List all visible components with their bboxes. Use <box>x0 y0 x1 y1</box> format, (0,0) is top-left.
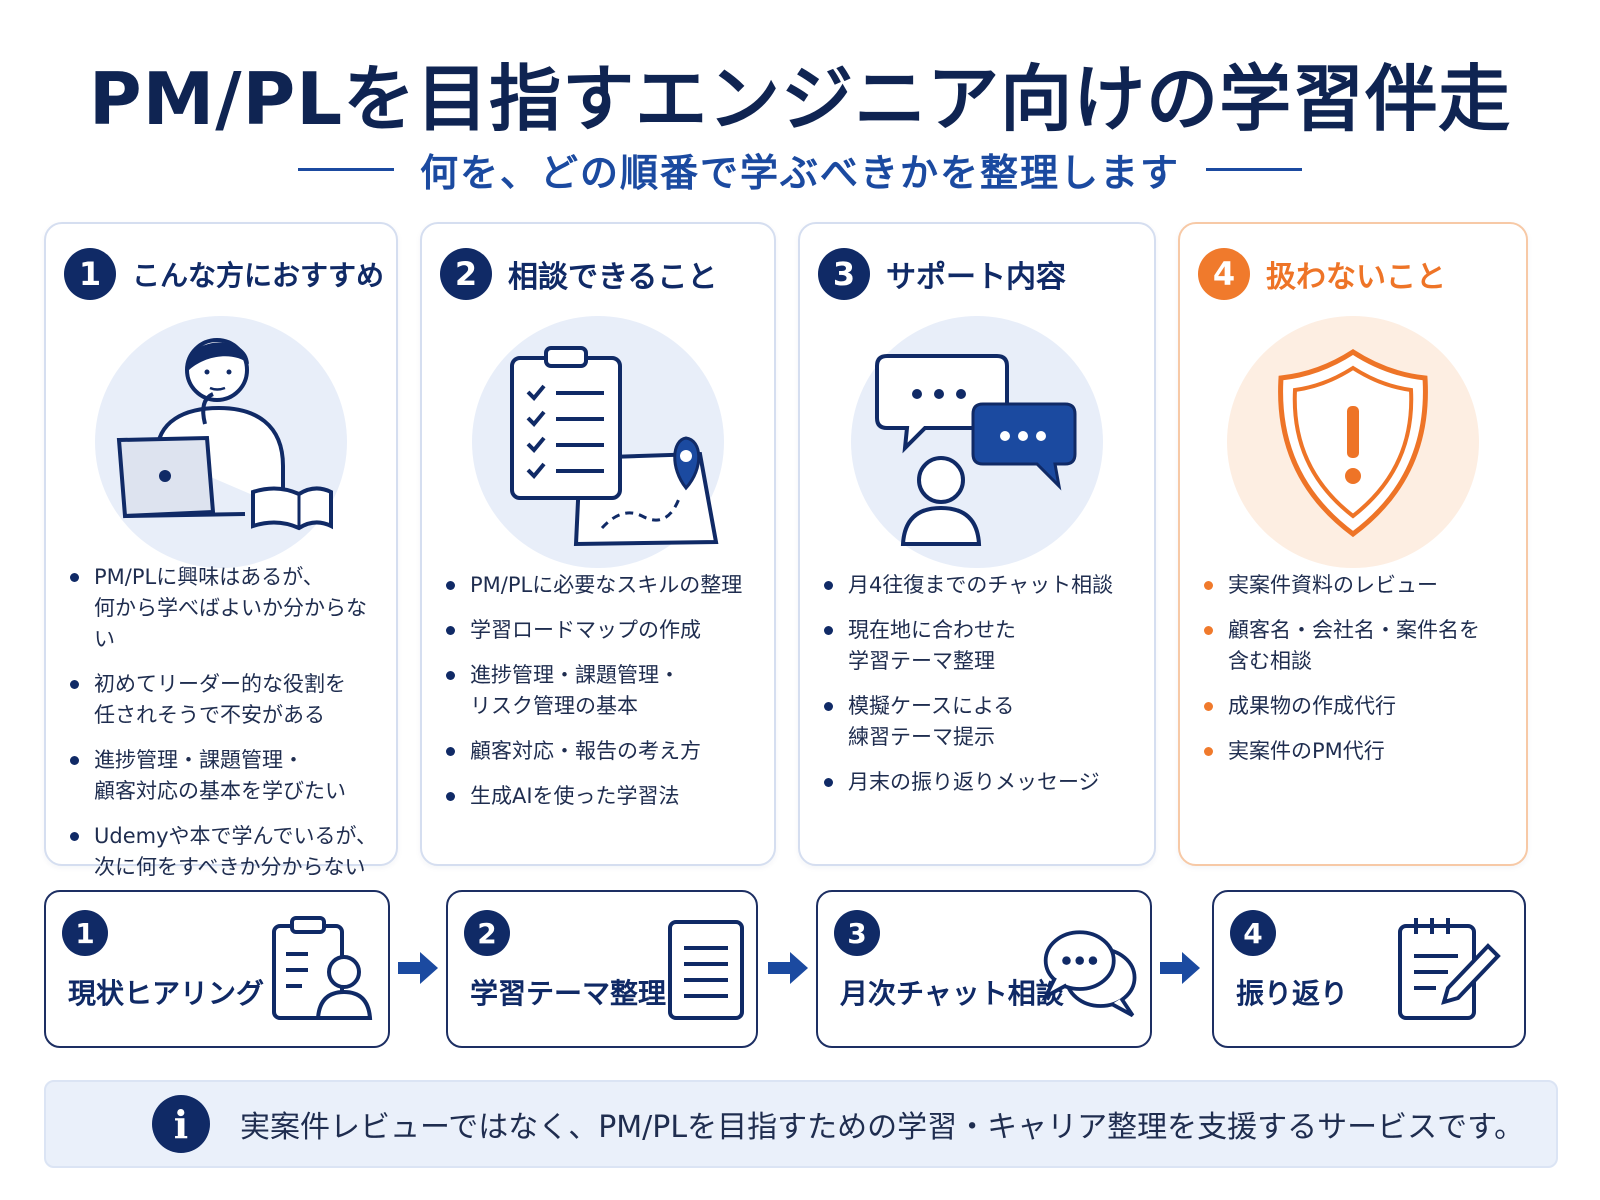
step-label: 学習テーマ整理 <box>470 977 667 1010</box>
not-covered-list: 実案件資料のレビュー 顧客名・会社名・案件名を 含む相談 成果物の作成代行 実案… <box>1202 570 1512 781</box>
subtitle-row: 何を、どの順番で学ぶべきかを整理します <box>0 142 1600 197</box>
card-consultation-topics: 2 相談できること PM/PLに必要なスキルの整理 学習ロードマップの作成 進捗… <box>420 222 776 866</box>
info-banner: i 実案件レビューではなく、PM/PLを目指すための学習・キャリア整理を支援する… <box>44 1080 1558 1168</box>
card-header: 3 サポート内容 <box>818 248 1066 300</box>
card-recommended-for: 1 こんな方におすすめ PM/PLに興味はあるが、 何から学べばよいか分からない… <box>44 222 398 879</box>
chat-icon <box>1041 930 1137 1018</box>
card-support-content: 3 サポート内容 月4往復までのチャット相談 現在地に合わせた 学習テーマ整理 … <box>798 222 1156 866</box>
page-subtitle: 何を、どの順番で学ぶべきかを整理します <box>419 151 1180 195</box>
number-badge: 3 <box>818 248 870 300</box>
step-monthly-chat: 3 月次チャット相談 <box>816 890 1152 1048</box>
list-item: PM/PLに必要なスキルの整理 <box>444 570 760 601</box>
consultation-list: PM/PLに必要なスキルの整理 学習ロードマップの作成 進捗管理・課題管理・ リ… <box>444 570 760 826</box>
card-header: 2 相談できること <box>440 248 717 300</box>
chat-bubbles-person-icon <box>851 316 1103 568</box>
card-title: こんな方におすすめ <box>132 259 385 292</box>
number-badge: 1 <box>64 248 116 300</box>
document-icon <box>668 920 744 1020</box>
info-text: 実案件レビューではなく、PM/PLを目指すための学習・キャリア整理を支援するサー… <box>240 1110 1525 1145</box>
info-icon: i <box>152 1095 210 1153</box>
list-item: PM/PLに興味はあるが、 何から学べばよいか分からない <box>68 562 382 655</box>
page-title: PM/PLを目指すエンジニア向けの学習伴走 <box>88 57 1512 141</box>
list-item: 現在地に合わせた 学習テーマ整理 <box>822 615 1140 677</box>
arrow-right-icon <box>398 952 438 984</box>
list-item: 生成AIを使った学習法 <box>444 781 760 812</box>
list-item: 実案件資料のレビュー <box>1202 570 1512 601</box>
card-title: サポート内容 <box>886 260 1066 295</box>
recommended-list: PM/PLに興味はあるが、 何から学べばよいか分からない 初めてリーダー的な役割… <box>68 562 382 897</box>
arrow-right-icon <box>1160 952 1200 984</box>
list-item: 進捗管理・課題管理・ 顧客対応の基本を学びたい <box>68 745 382 807</box>
person-laptop-icon <box>95 316 347 568</box>
note-pencil-icon <box>1398 918 1501 1020</box>
card-title: 扱わないこと <box>1266 260 1446 295</box>
checklist-roadmap-icon <box>472 316 724 568</box>
subtitle-divider-right <box>1206 168 1302 171</box>
list-item: 実案件のPM代行 <box>1202 736 1512 767</box>
list-item: 顧客名・会社名・案件名を 含む相談 <box>1202 615 1512 677</box>
clipboard-person-icon <box>272 916 373 1020</box>
arrow-right-icon <box>768 952 808 984</box>
list-item: 学習ロードマップの作成 <box>444 615 760 646</box>
step-number-badge: 1 <box>62 910 108 956</box>
list-item: 進捗管理・課題管理・ リスク管理の基本 <box>444 660 760 722</box>
number-badge: 2 <box>440 248 492 300</box>
subtitle-divider-left <box>297 168 394 171</box>
step-number-badge: 2 <box>464 910 510 956</box>
step-hearing: 1 現状ヒアリング <box>44 890 390 1048</box>
list-item: 初めてリーダー的な役割を 任されそうで不安がある <box>68 669 382 731</box>
step-label: 現状ヒアリング <box>68 977 265 1010</box>
step-number-badge: 3 <box>834 910 880 956</box>
support-list: 月4往復までのチャット相談 現在地に合わせた 学習テーマ整理 模擬ケースによる … <box>822 570 1140 812</box>
list-item: 月末の振り返りメッセージ <box>822 767 1140 798</box>
card-title: 相談できること <box>508 260 718 295</box>
step-label: 月次チャット相談 <box>840 977 1064 1010</box>
list-item: 月4往復までのチャット相談 <box>822 570 1140 601</box>
step-theme-organize: 2 学習テーマ整理 <box>446 890 758 1048</box>
card-header: 4 扱わないこと <box>1198 248 1446 300</box>
list-item: 模擬ケースによる 練習テーマ提示 <box>822 691 1140 753</box>
warning-shield-icon <box>1227 316 1479 568</box>
list-item: 顧客対応・報告の考え方 <box>444 736 760 767</box>
card-not-covered: 4 扱わないこと 実案件資料のレビュー 顧客名・会社名・案件名を 含む相談 成果… <box>1178 222 1528 866</box>
list-item: 成果物の作成代行 <box>1202 691 1512 722</box>
number-badge: 4 <box>1198 248 1250 300</box>
card-header: 1 こんな方におすすめ <box>64 248 384 300</box>
step-reflection: 4 振り返り <box>1212 890 1526 1048</box>
list-item: Udemyや本で学んでいるが、 次に何をすべきか分からない <box>68 821 382 883</box>
step-number-badge: 4 <box>1230 910 1276 956</box>
step-label: 振り返り <box>1236 977 1349 1010</box>
